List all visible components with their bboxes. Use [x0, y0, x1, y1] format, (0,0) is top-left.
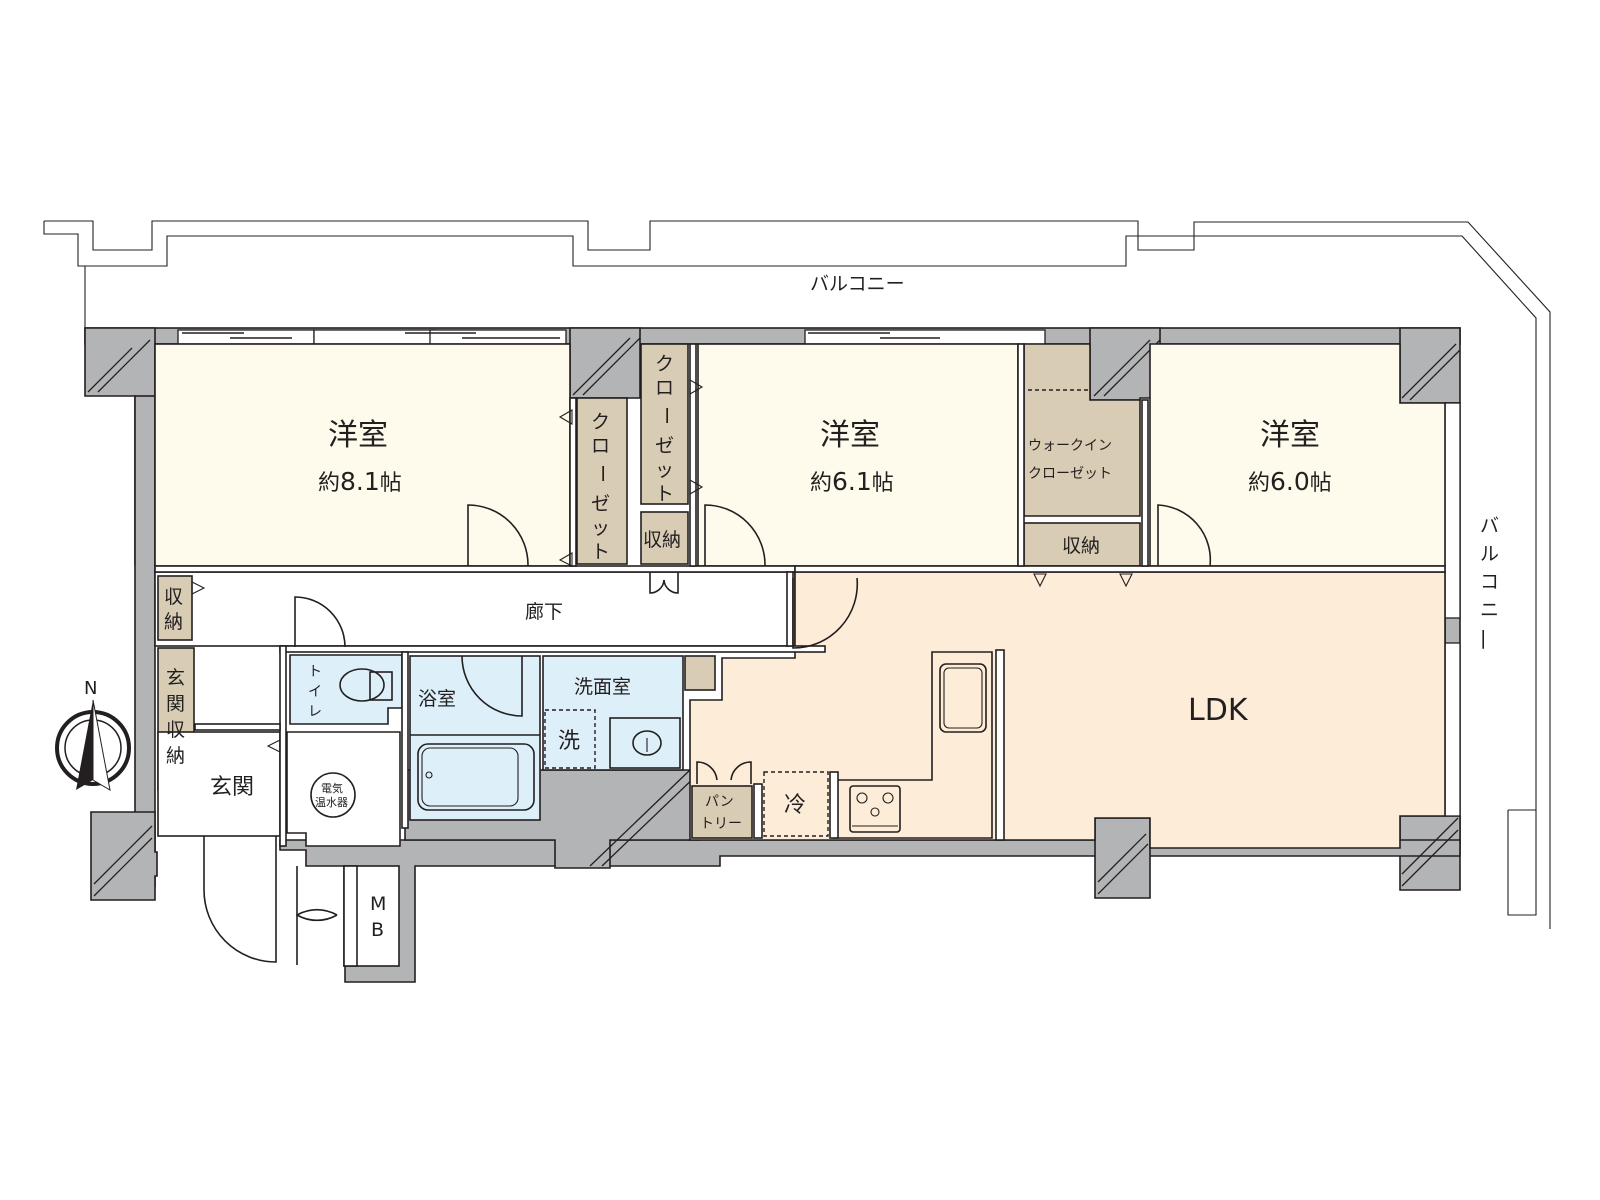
storage-hall-label-1: 収: [164, 586, 183, 608]
svg-text:ゼ: ゼ: [655, 435, 674, 457]
corridor-label: 廊下: [525, 601, 563, 623]
walk-in-closet-label-2: クローゼット: [1028, 466, 1112, 482]
svg-text:関: 関: [166, 693, 185, 715]
windows-top: [177, 329, 1046, 345]
ldk: [689, 571, 1446, 849]
compass: N: [55, 678, 131, 791]
svg-text:ト: ト: [655, 483, 674, 505]
balcony-top-outline: [43, 220, 1551, 929]
bathtub-icon: [417, 743, 535, 811]
washer-label: 洗: [558, 729, 580, 754]
svg-text:ト: ト: [308, 664, 322, 680]
balcony-top-label: バルコニー: [810, 273, 905, 295]
meter-box-label-1: M: [370, 893, 386, 915]
western-room-3: [1149, 343, 1446, 567]
bathroom-label: 浴室: [418, 688, 456, 710]
doors: [203, 504, 1212, 965]
svg-text:ロ: ロ: [655, 377, 674, 399]
storage-hall-label-2: 納: [164, 611, 183, 633]
washroom-shelf: [684, 655, 716, 691]
svg-text:ゼ: ゼ: [591, 493, 610, 515]
western-room-1-name: 洋室: [328, 418, 388, 453]
stove-icon: [849, 785, 901, 833]
closet-1: [576, 397, 628, 565]
washbasin-icon: [632, 730, 662, 756]
western-room-2-name: 洋室: [820, 418, 880, 453]
svg-text:ロ: ロ: [591, 435, 610, 457]
svg-text:レ: レ: [308, 704, 322, 720]
svg-text:納: 納: [166, 745, 185, 767]
western-room-2: [697, 343, 1019, 567]
kitchen-partition: [995, 649, 1005, 841]
fridge-label: 冷: [784, 793, 806, 818]
storage-hall: [157, 575, 193, 641]
fridge-space: [763, 771, 829, 837]
balcony-right-label: バルコニ|: [1480, 515, 1499, 649]
water-heater-label-1: 電気: [321, 781, 343, 795]
closet-2-label: ク ロ ー ゼ ッ ト: [655, 353, 677, 505]
western-room-2-size: 約6.1帖: [810, 467, 894, 496]
toilet-icon: [339, 668, 393, 702]
pantry: [691, 785, 753, 839]
svg-text:玄: 玄: [166, 667, 185, 689]
north-arrow-icon: [76, 700, 93, 790]
svg-text:収: 収: [166, 719, 185, 741]
ldk-label: LDK: [1188, 693, 1249, 728]
western-room-1: [154, 343, 571, 567]
svg-text:イ: イ: [308, 684, 322, 700]
meter-box-label-2: B: [371, 919, 384, 941]
svg-text:ク: ク: [591, 411, 610, 433]
svg-text:ッ: ッ: [591, 517, 610, 539]
storage-1-label: 収納: [643, 529, 681, 551]
walk-in-closet-label-1: ウォークイン: [1028, 438, 1112, 454]
svg-text:ー: ー: [591, 464, 613, 483]
western-room-3-size: 約6.0帖: [1248, 467, 1332, 496]
svg-text:ッ: ッ: [655, 459, 674, 481]
water-heater-closet: [286, 731, 401, 847]
water-heater-label-2: 温水器: [315, 796, 348, 809]
storage-2-label: 収納: [1062, 535, 1100, 557]
pantry-label-1: パン: [705, 794, 734, 810]
interior-walls: [154, 343, 1446, 847]
toilet-label: ト イ レ: [308, 664, 322, 720]
water-heater-icon: [310, 772, 356, 818]
entrance-storage-label: 玄 関 収 納: [166, 667, 185, 767]
closet-1-label: ク ロ ー ゼ ッ ト: [591, 411, 613, 563]
storage-1: [640, 511, 689, 565]
washroom-label: 洗面室: [574, 676, 631, 698]
closet-door-markers: [191, 379, 1133, 753]
compass-north-label: N: [84, 678, 97, 699]
storage-2: [1023, 522, 1141, 567]
entrance-label: 玄関: [210, 775, 254, 800]
western-room-1-size: 約8.1帖: [318, 467, 402, 496]
closet-2: [640, 343, 689, 505]
pantry-label-2: トリー: [700, 816, 742, 832]
entrance: [157, 731, 281, 837]
corridor: [154, 571, 796, 647]
svg-text:ク: ク: [655, 353, 674, 375]
svg-text:ト: ト: [591, 541, 610, 563]
bathroom: [409, 655, 541, 821]
toilet: [289, 654, 403, 725]
svg-text:ー: ー: [655, 406, 677, 425]
western-room-3-name: 洋室: [1260, 418, 1320, 453]
